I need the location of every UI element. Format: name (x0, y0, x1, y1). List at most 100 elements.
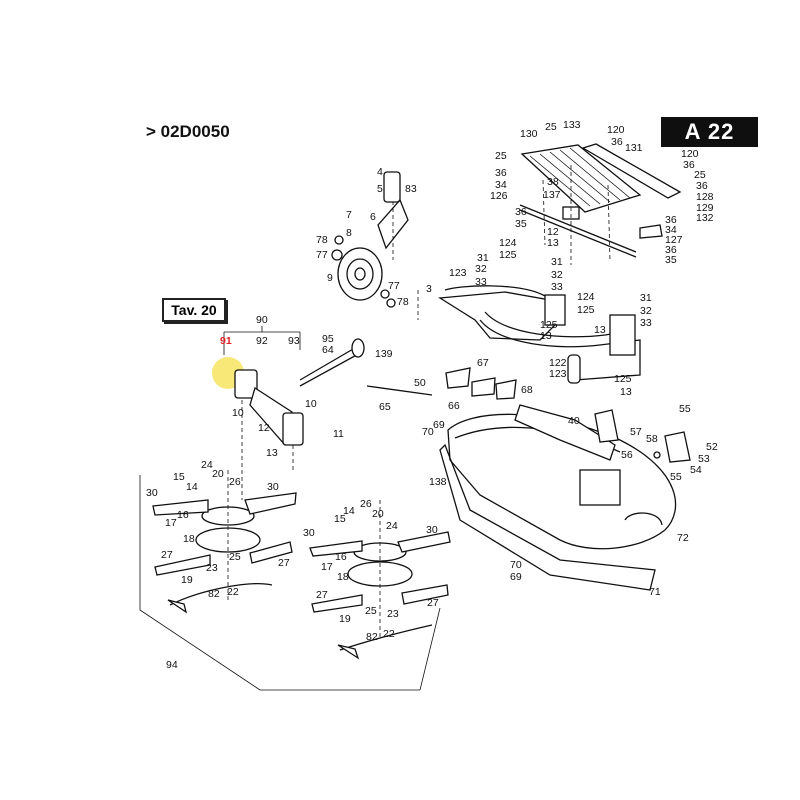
callout-label: 27 (316, 589, 328, 601)
callout-label: 138 (429, 476, 447, 488)
callout-label: 18 (183, 533, 195, 545)
page-code-badge: A 22 (661, 117, 758, 147)
callout-label: 36 (611, 136, 623, 148)
caster-wheel-assembly[interactable] (331, 171, 409, 308)
callout-label: 58 (646, 433, 658, 445)
callout-label: 77 (316, 249, 328, 261)
callout-label: 7 (346, 209, 352, 221)
group-94-bracket (139, 475, 420, 691)
callout-label: 27 (427, 597, 439, 609)
part-callouts: 130 25 133 120 36 131 25 120 36 25 36 12… (146, 119, 718, 671)
callout-label: 20 (212, 468, 224, 480)
callout-label: 125 (499, 249, 517, 261)
callout-label: 22 (383, 628, 395, 640)
callout-label: 40 (568, 415, 580, 427)
platform-assembly[interactable] (519, 143, 682, 265)
callout-label: 53 (698, 453, 710, 465)
callout-label: 54 (690, 464, 702, 476)
callout-label: 55 (670, 471, 682, 483)
callout-label: 23 (206, 562, 218, 574)
callout-label: 20 (372, 508, 384, 520)
callout-label: 13 (266, 447, 278, 459)
callout-label: 36 (665, 244, 677, 256)
callout-label: 14 (343, 505, 355, 517)
callout-label: 36 (665, 214, 677, 226)
callout-label: 125 (577, 304, 595, 316)
callout-label: 120 (607, 124, 625, 136)
callout-label: 12 (258, 422, 270, 434)
callout-label: 30 (146, 487, 158, 499)
callout-label: 132 (696, 212, 714, 224)
callout-label: 13 (594, 324, 606, 336)
callout-label: 52 (706, 441, 718, 453)
callout-label: 35 (515, 218, 527, 230)
callout-label: 16 (335, 551, 347, 563)
callout-label: 38 (547, 176, 559, 188)
callout-label: 71 (649, 586, 661, 598)
callout-label: 78 (316, 234, 328, 246)
callout-label: 34 (665, 224, 677, 236)
callout-label: 124 (499, 237, 517, 249)
callout-label: 26 (229, 476, 241, 488)
callout-label: 18 (337, 571, 349, 583)
callout-label: 95 (322, 333, 334, 345)
mower-deck-housing[interactable] (439, 404, 677, 591)
callout-label: 120 (681, 148, 699, 160)
callout-label: 139 (375, 348, 393, 360)
serial-reference: > 02D0050 (146, 122, 230, 141)
callout-label: 35 (665, 254, 677, 266)
callout-label: 69 (510, 571, 522, 583)
callout-label: 24 (386, 520, 398, 532)
blade-assembly-left[interactable] (152, 470, 297, 614)
callout-label: 123 (549, 368, 567, 380)
callout-label: 125 (540, 319, 558, 331)
callout-label: 26 (360, 498, 372, 510)
callout-label-highlight: 91 (220, 335, 232, 347)
callout-label: 32 (640, 305, 652, 317)
callout-label: 12 (547, 226, 559, 238)
belt-guards[interactable] (366, 367, 517, 400)
rear-frame-tubes[interactable] (417, 285, 641, 384)
callout-label: 82 (366, 631, 378, 643)
callout-label: 127 (665, 234, 683, 246)
callout-label: 27 (278, 557, 290, 569)
callout-label: 16 (177, 509, 189, 521)
blade-assembly-right[interactable] (309, 500, 451, 660)
callout-label: 22 (227, 586, 239, 598)
table-cross-reference[interactable]: Tav. 20 (162, 298, 226, 322)
callout-label: 30 (426, 524, 438, 536)
gearbox-assembly[interactable] (223, 326, 365, 500)
callout-label: 9 (327, 272, 333, 284)
callout-label: 19 (339, 613, 351, 625)
callout-label: 33 (551, 281, 563, 293)
callout-label: 130 (520, 128, 538, 140)
callout-label: 36 (683, 159, 695, 171)
callout-label: 77 (388, 280, 400, 292)
callout-label: 4 (377, 166, 383, 178)
callout-label: 122 (549, 357, 567, 369)
callout-label: 15 (173, 471, 185, 483)
callout-label: 6 (370, 211, 376, 223)
callout-label: 17 (321, 561, 333, 573)
callout-label: 64 (322, 344, 334, 356)
callout-label: 82 (208, 588, 220, 600)
callout-label: 25 (229, 551, 241, 563)
callout-label: 13 (547, 237, 559, 249)
callout-label: 34 (495, 179, 507, 191)
callout-label: 67 (477, 357, 489, 369)
deflector-brackets[interactable] (594, 409, 691, 463)
callout-label: 125 (614, 373, 632, 385)
callout-label: 31 (477, 252, 489, 264)
callout-label: 25 (365, 605, 377, 617)
callout-label: 27 (161, 549, 173, 561)
callout-label: 72 (677, 532, 689, 544)
callout-label: 25 (545, 121, 557, 133)
callout-label: 15 (334, 513, 346, 525)
callout-label: 24 (201, 459, 213, 471)
callout-label: 33 (640, 317, 652, 329)
callout-label: 56 (621, 449, 633, 461)
callout-label: 10 (305, 398, 317, 410)
callout-label: 33 (475, 276, 487, 288)
callout-label: 129 (696, 202, 714, 214)
